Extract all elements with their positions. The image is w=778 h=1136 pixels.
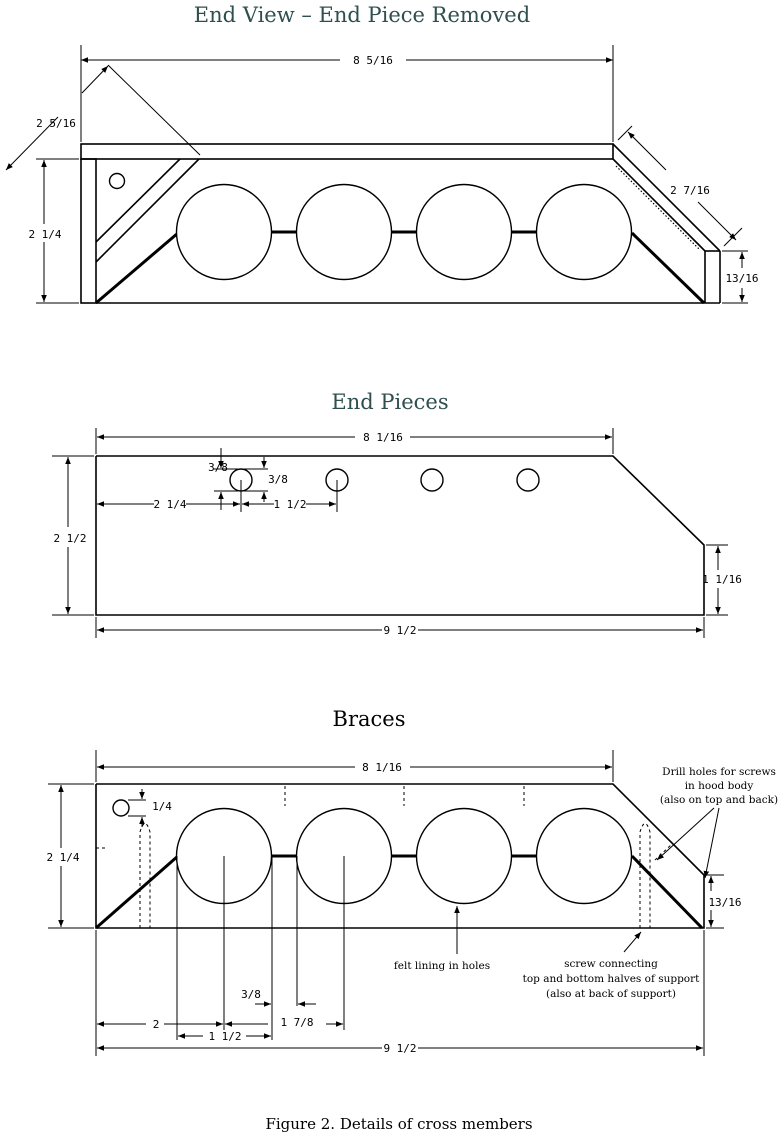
end-pieces-hole-spacing-label: 1 1/2 [273,498,306,511]
tube-hole [535,183,633,281]
dim-line [627,131,667,171]
end-view-diag-right-label: 2 7/16 [670,184,710,197]
braces-title: Braces [333,707,406,731]
figure-caption: Figure 2. Details of cross members [265,1115,532,1133]
end-view-width-label: 8 5/16 [353,54,393,67]
right-slope-inner [612,158,706,252]
leader-line [623,931,642,953]
end-pieces-top-width-label: 8 1/16 [363,431,403,444]
end-pieces-right-height-label: 1 1/16 [702,573,742,586]
end-view-section: End View – End Piece Removed 8 5/16 [5,3,759,305]
brace-tube-hole [415,807,513,905]
brace-tube-hole [535,807,633,905]
end-pieces-bottom-width-label: 9 1/2 [383,624,416,637]
end-piece-outline [95,455,705,616]
tube-hole [175,183,273,281]
brace-screw-hole [112,799,130,817]
brace-outline [95,783,705,929]
right-slope-dotted [615,165,701,251]
top-board [80,143,614,160]
leader-line [703,807,720,879]
screw-outline-dashed [139,823,151,928]
braces-dim-1-1-2-label: 1 1/2 [208,1030,241,1043]
end-piece-hole [516,468,540,492]
braces-dim-1-7-8-label: 1 7/8 [280,1016,313,1029]
braces-hole-dia-label: 1/4 [152,800,172,813]
dim-line [697,201,737,241]
brace-right-diagonal [630,854,704,930]
note-drill-holes-line1: Drill holes for screws [662,766,776,778]
brace-left-diagonal [95,854,179,930]
note-drill-holes-line2: in hood body [685,780,754,792]
dim-line [5,116,59,171]
end-view-title: End View – End Piece Removed [194,3,530,27]
drill-mark [654,843,673,861]
end-view-height-label: 2 1/4 [28,228,61,241]
tube-hole [295,183,393,281]
braces-dim-3-8-label: 3/8 [241,988,261,1001]
end-pieces-hole-dia-left-label: 3/8 [208,461,228,474]
braces-height-label: 2 1/4 [46,851,79,864]
note-screw-line3: (also at back of support) [546,988,676,1000]
end-pieces-height-label: 2 1/2 [53,532,86,545]
dim-line [81,65,109,94]
end-pieces-section: End Pieces 8 1/16 3/8 3/8 2 1/4 [52,390,742,638]
ext-line [617,125,633,141]
braces-bottom-width-label: 9 1/2 [383,1042,416,1055]
left-post [80,158,97,304]
note-felt-lining: felt lining in holes [394,960,490,972]
right-slope-outer [612,143,721,252]
right-thick-diagonal [630,231,706,305]
braces-top-width-label: 8 1/16 [362,761,402,774]
screw-hole [108,172,126,190]
leader-line [656,807,715,861]
end-pieces-hole-offset-label: 2 1/4 [153,498,186,511]
braces-section: Braces 8 1/16 1/4 [46,707,778,1056]
braces-right-height-label: 13/16 [708,896,741,909]
note-screw-line1: screw connecting [564,958,658,970]
end-pieces-hole-dia-right-label: 3/8 [268,473,288,486]
note-drill-holes-line3: (also on top and back) [660,794,778,806]
note-screw-line2: top and bottom halves of support [523,973,701,985]
left-thick-diagonal [95,231,179,305]
braces-dim-2-label: 2 [153,1018,160,1031]
left-brace-line [95,158,200,263]
tube-hole [415,183,513,281]
end-piece-hole [420,468,444,492]
screw-outline-dashed [639,823,651,928]
end-pieces-title: End Pieces [331,390,448,414]
end-view-right-height-label: 13/16 [725,272,758,285]
ext-line [107,64,201,156]
left-brace-line [95,158,181,243]
end-view-diag-left-label: 2 5/16 [36,117,76,130]
